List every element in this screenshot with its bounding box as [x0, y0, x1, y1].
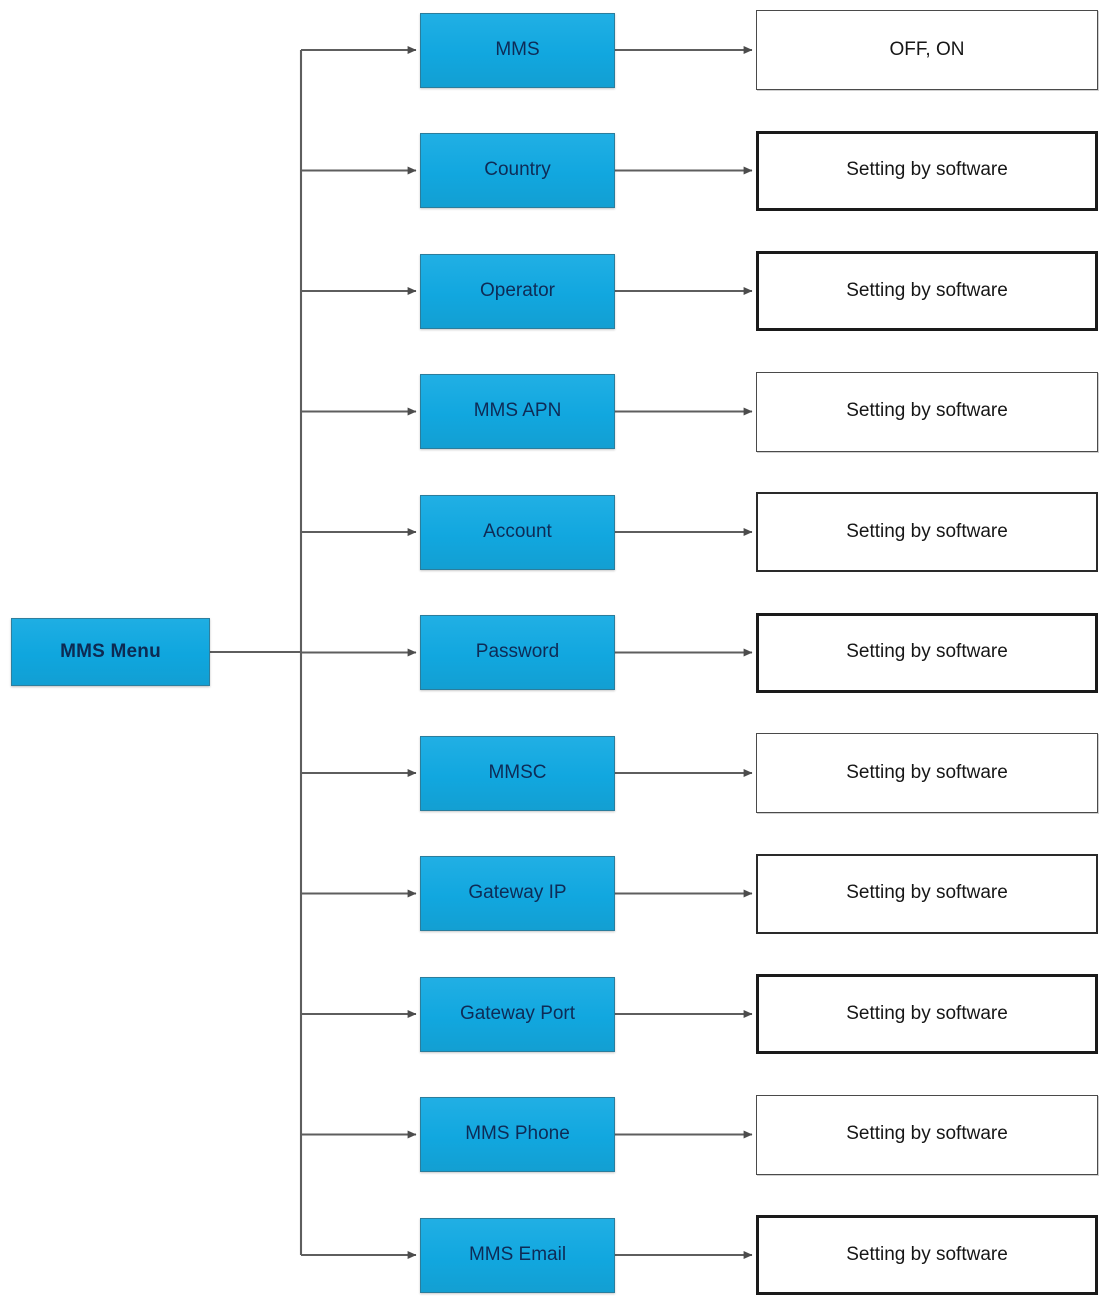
value-node-label: Setting by software — [846, 400, 1008, 422]
value-node-label: Setting by software — [846, 641, 1008, 663]
menu-item-label: MMSC — [488, 761, 547, 783]
value-node[interactable]: Setting by software — [756, 974, 1098, 1054]
menu-item-label: MMS Email — [468, 1243, 567, 1265]
menu-item-label: MMS Phone — [465, 1123, 570, 1145]
value-node[interactable]: Setting by software — [756, 1094, 1098, 1175]
value-node-label: Setting by software — [846, 1123, 1008, 1145]
value-node[interactable]: Setting by software — [756, 853, 1098, 934]
value-node[interactable]: Setting by software — [756, 251, 1098, 331]
value-node-label: Setting by software — [846, 761, 1008, 783]
menu-item-node[interactable]: MMS Phone — [420, 1097, 615, 1172]
value-node-label: Setting by software — [846, 882, 1008, 904]
root-node-label: MMS Menu — [60, 640, 161, 662]
value-node[interactable]: Setting by software — [756, 492, 1098, 572]
value-node-label: Setting by software — [846, 1002, 1008, 1024]
menu-item-label: Country — [484, 159, 551, 181]
value-node[interactable]: Setting by software — [756, 733, 1098, 813]
menu-item-node[interactable]: MMS Email — [420, 1217, 615, 1293]
menu-item-label: Gateway IP — [468, 882, 567, 904]
value-node[interactable]: OFF, ON — [756, 10, 1098, 90]
menu-item-label: Gateway Port — [459, 1002, 576, 1024]
menu-item-node[interactable]: Country — [420, 133, 615, 208]
menu-item-label: MMS APN — [473, 400, 562, 422]
value-node[interactable]: Setting by software — [756, 371, 1098, 452]
value-node-label: Setting by software — [846, 279, 1008, 301]
value-node-label: OFF, ON — [889, 38, 965, 60]
value-node-label: Setting by software — [846, 159, 1008, 181]
value-node[interactable]: Setting by software — [756, 612, 1098, 693]
menu-item-label: MMS — [495, 38, 540, 60]
value-node[interactable]: Setting by software — [756, 1215, 1098, 1295]
menu-item-node[interactable]: Gateway IP — [420, 856, 615, 931]
menu-item-node[interactable]: Gateway Port — [420, 976, 615, 1052]
root-node-mms-menu[interactable]: MMS Menu — [11, 618, 210, 686]
menu-item-node[interactable]: Account — [420, 494, 615, 570]
menu-item-node[interactable]: MMS — [420, 12, 615, 88]
value-node-label: Setting by software — [846, 520, 1008, 542]
value-node-label: Setting by software — [846, 1243, 1008, 1265]
menu-item-node[interactable]: Password — [420, 615, 615, 690]
value-node[interactable]: Setting by software — [756, 130, 1098, 211]
menu-item-node[interactable]: MMSC — [420, 735, 615, 811]
menu-item-label: Account — [483, 520, 552, 542]
menu-item-node[interactable]: MMS APN — [420, 374, 615, 449]
menu-item-node[interactable]: Operator — [420, 253, 615, 329]
menu-item-label: Operator — [480, 279, 555, 301]
menu-item-label: Password — [475, 641, 560, 663]
